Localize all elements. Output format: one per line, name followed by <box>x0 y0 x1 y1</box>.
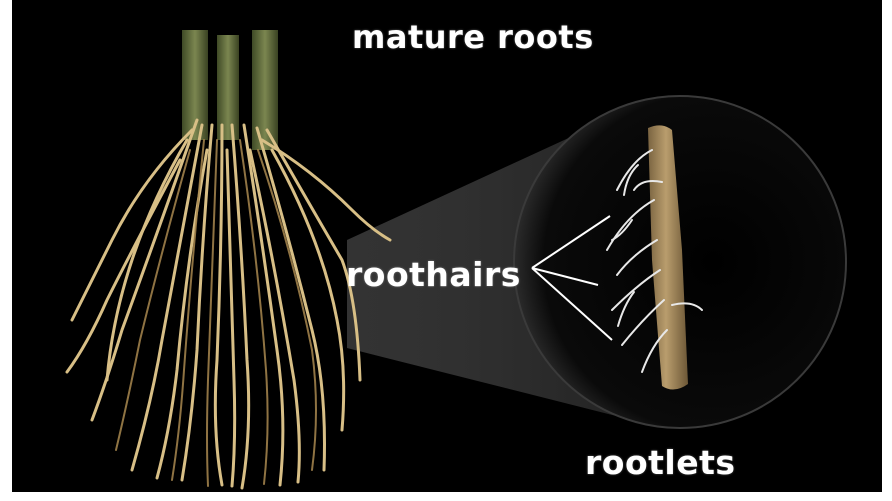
label-rootlets: rootlets <box>585 443 736 482</box>
plant-stems <box>182 30 278 150</box>
root-illustration <box>12 0 882 492</box>
mature-root-mass <box>67 120 390 488</box>
label-mature-roots: mature roots <box>352 18 594 56</box>
label-roothairs: roothairs <box>346 255 521 294</box>
diagram-panel: mature roots roothairs rootlets <box>12 0 882 492</box>
